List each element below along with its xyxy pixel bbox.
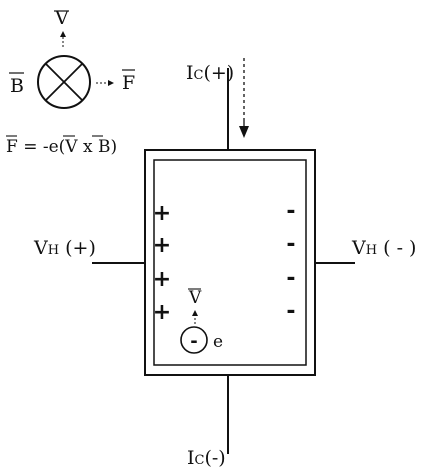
electron-circle (180, 326, 208, 354)
negative-charge: - (286, 232, 295, 257)
negative-charge: - (286, 199, 295, 224)
electron-label: e (213, 332, 223, 352)
magnetic-field-into-page-icon (37, 55, 91, 109)
negative-charge: - (286, 266, 295, 291)
electron-charge-symbol: - (190, 331, 197, 352)
legend: V B F F = -e(V x B) (6, 7, 135, 157)
positive-charge: + (153, 233, 171, 258)
hall-voltage-positive-label: VH (+) (33, 237, 96, 259)
current-in-label: IC(+) (186, 62, 234, 84)
legend-force-label: F (122, 72, 135, 94)
legend-velocity-label: V (54, 7, 69, 29)
current-out-label: IC(-) (187, 447, 226, 469)
electron: V - e (180, 288, 223, 354)
electron-velocity-label: V (188, 288, 202, 308)
positive-charge: + (153, 300, 171, 325)
positive-charges: + + + + (153, 201, 171, 325)
negative-charge: - (286, 299, 295, 324)
current-direction-arrow (239, 58, 249, 138)
legend-field-label: B (10, 75, 24, 97)
positive-charge: + (153, 267, 171, 292)
force-equation: F = -e(V x B) (6, 137, 117, 157)
negative-charges: - - - - (286, 199, 295, 324)
positive-charge: + (153, 201, 171, 226)
hall-voltage-negative-label: VH ( - ) (351, 237, 416, 259)
conductor-slab (144, 149, 316, 376)
